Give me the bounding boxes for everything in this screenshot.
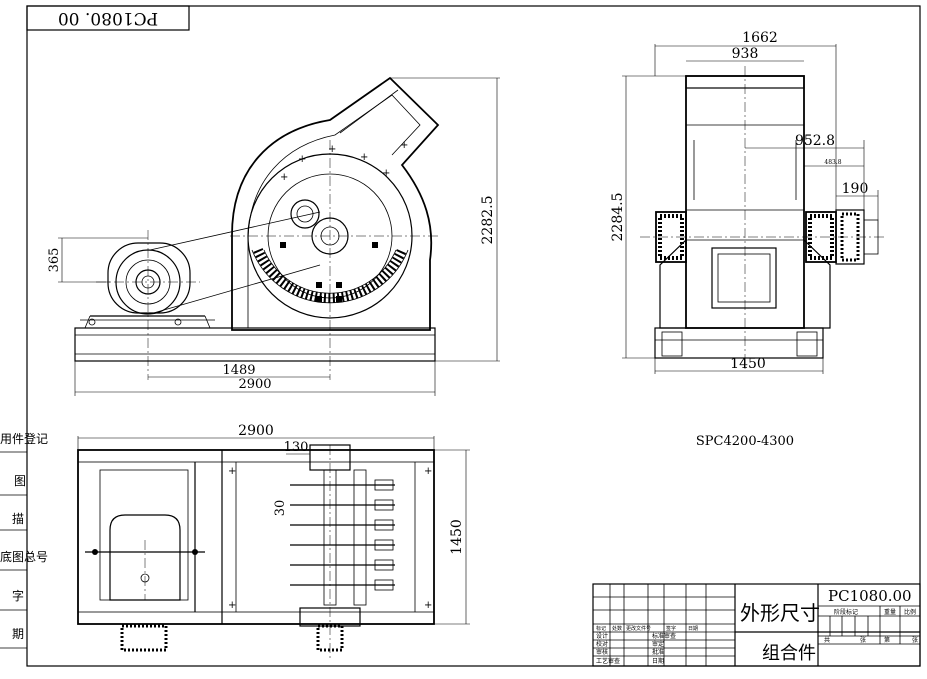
svg-text:+: + — [280, 172, 288, 183]
tb-role-process: 工艺审查 — [596, 657, 620, 665]
title-block: 标记 处数 更改文件号 签字 日期 设计 校对 审核 工艺审查 标准审查 审定 … — [592, 583, 921, 667]
top-view: + + + + 2900 130 30 1450 — [77, 423, 470, 660]
svg-text:+: + — [228, 600, 236, 611]
svg-text:+: + — [298, 154, 306, 165]
svg-text:+: + — [328, 144, 336, 155]
side-view: 1662 938 952.8 483.8 190 2284.5 1450 — [610, 30, 885, 374]
tb-header-mark: 标记 — [596, 625, 606, 632]
dim-side-base: 1450 — [730, 356, 766, 372]
margin-label-base-number: 底图总号 — [0, 549, 48, 564]
tb-right-date: 日期 — [652, 657, 664, 665]
dim-side-top: 938 — [732, 46, 759, 62]
dim-motor-center: 1489 — [222, 363, 255, 378]
svg-text:+: + — [424, 600, 432, 611]
dim-top-spacing: 30 — [273, 500, 288, 517]
drawing-border — [26, 5, 921, 667]
tb-weight-label: 重量 — [884, 608, 896, 616]
motor — [80, 230, 215, 380]
dim-top-offset: 130 — [284, 440, 309, 455]
margin-label-drawing: 图 — [14, 474, 26, 488]
dim-front-height: 2282.5 — [480, 196, 496, 245]
dim-side-pulley: 190 — [842, 181, 869, 197]
tb-assembly-type: 组合件 — [762, 643, 816, 664]
svg-text:+: + — [424, 466, 432, 477]
tb-right-approve1: 审定 — [652, 640, 664, 648]
dim-side-small: 483.8 — [824, 159, 841, 166]
svg-text:+: + — [360, 152, 368, 163]
dim-side-height: 2284.5 — [610, 193, 626, 242]
tb-drawing-number: PC1080.00 — [828, 587, 912, 605]
tb-header-file: 更改文件号 — [626, 625, 651, 632]
svg-text:+: + — [228, 466, 236, 477]
model-label: SPC4200-4300 — [696, 434, 794, 449]
dim-front-length: 2900 — [238, 377, 271, 392]
hammer-rows — [290, 469, 395, 606]
tb-part-name: 外形尺寸 — [740, 601, 820, 625]
dim-side-width: 1662 — [742, 30, 778, 46]
svg-text:+: + — [400, 140, 408, 151]
corner-drawing-number: PC1080. 00 — [58, 8, 158, 28]
margin-label-signature: 字 — [12, 588, 24, 603]
dim-top-length: 2900 — [238, 423, 274, 439]
tb-right-standard: 标准审查 — [652, 632, 676, 640]
tb-sheet-unit2: 张 — [912, 636, 918, 644]
tb-stage-label: 阶段标记 — [834, 608, 858, 616]
tb-right-approve2: 批准 — [652, 648, 664, 656]
tb-role-design: 设计 — [596, 632, 608, 640]
tb-header-count: 处数 — [612, 625, 622, 632]
corner-number-box: PC1080. 00 — [26, 5, 190, 31]
dim-top-width: 1450 — [449, 519, 465, 555]
tb-header-date: 日期 — [688, 626, 698, 632]
tb-role-check: 校对 — [596, 640, 608, 648]
tb-role-review: 审核 — [596, 648, 608, 656]
tb-sheet-total: 共 — [824, 636, 830, 644]
margin-label-date: 期 — [12, 627, 24, 641]
tb-header-sign: 签字 — [666, 625, 676, 632]
tb-sheet-unit1: 张 — [860, 636, 866, 644]
margin-label-trace: 描 — [12, 512, 24, 526]
dim-motor-offset: 365 — [47, 248, 62, 273]
tb-scale-label: 比例 — [904, 608, 916, 616]
front-view: + + + + + + 2282.5 365 1489 2900 — [47, 76, 500, 396]
margin-label-register: 用件登记 — [0, 431, 48, 446]
left-margin-table: 用件登记 图 描 底图总号 字 期 — [0, 431, 48, 649]
svg-text:+: + — [382, 168, 390, 179]
tb-sheet-index: 第 — [884, 636, 890, 644]
dim-side-shaft: 952.8 — [795, 133, 835, 149]
